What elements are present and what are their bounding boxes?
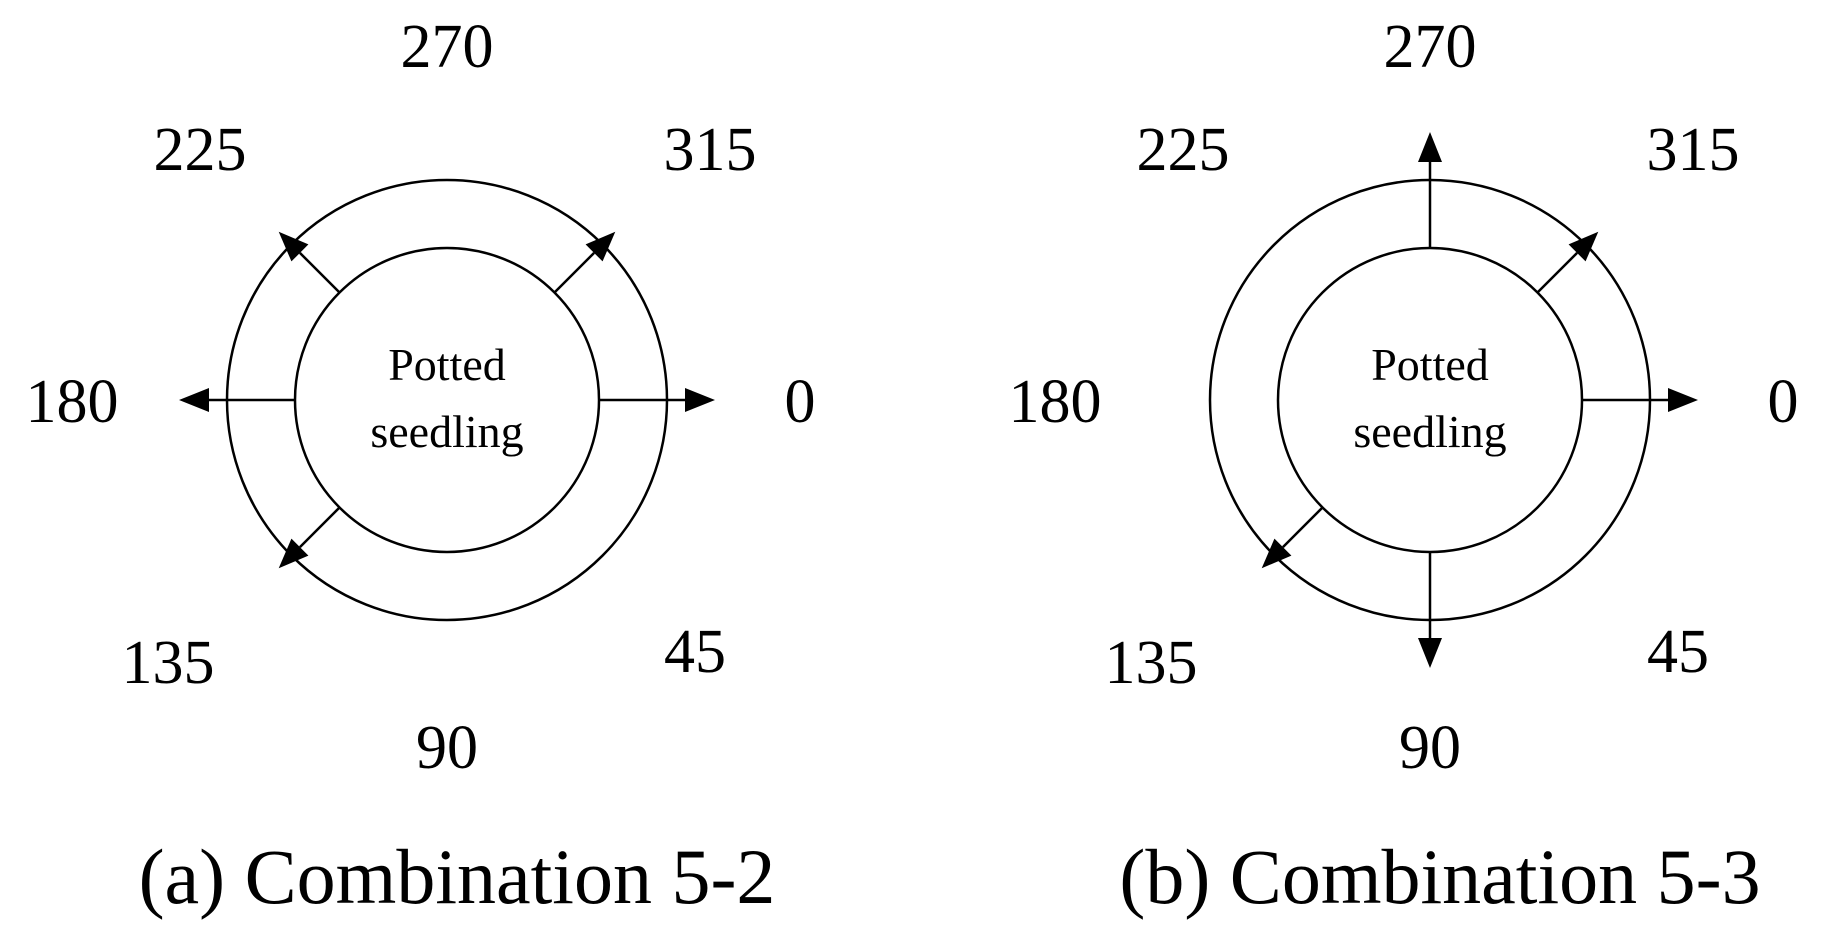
panel-b-arrow-135-head: [1261, 538, 1292, 569]
panel-b-arrow-270-head: [1418, 132, 1442, 162]
panel-a-center-label-line-1: Potted: [388, 339, 506, 390]
panel-b-arrow-90-head: [1418, 638, 1442, 668]
panel-b-angle-label-225: 225: [1137, 116, 1230, 184]
panel-b-angle-label-135: 135: [1105, 629, 1198, 697]
panel-b-arrow-315-head: [1568, 231, 1599, 262]
panel-b-center-label-line-1: Potted: [1371, 339, 1489, 390]
panel-b-arrow-0-head: [1668, 388, 1698, 412]
panel-a-angle-label-45: 45: [664, 618, 726, 686]
panel-a-angle-label-270: 270: [401, 13, 494, 81]
panel-a-arrow-315-head: [585, 231, 616, 262]
panel-a-arrow-0-head: [685, 388, 715, 412]
panel-a-caption: (a) Combination 5-2: [139, 833, 776, 920]
panel-b-angle-label-180: 180: [1009, 368, 1102, 436]
panel-a-angle-label-90: 90: [416, 714, 478, 782]
panel-b-center-label-line-2: seedling: [1353, 406, 1506, 457]
panel-b-angle-label-45: 45: [1647, 618, 1709, 686]
panel-a-center-label-line-2: seedling: [370, 406, 523, 457]
panel-a-angle-label-180: 180: [26, 368, 119, 436]
panel-a-angle-label-315: 315: [664, 116, 757, 184]
panel-b-angle-label-90: 90: [1399, 714, 1461, 782]
panel-a: Potted seedling 270 225 315 180 0 135 45…: [26, 13, 816, 920]
panel-b-angle-label-0: 0: [1768, 368, 1799, 436]
panel-a-arrows: [179, 231, 715, 569]
panel-b-caption: (b) Combination 5-3: [1119, 833, 1760, 920]
panel-b-inner-ring: [1276, 246, 1584, 554]
panel-a-arrow-135-shaft: [299, 506, 341, 548]
panel-b-arrow-135-shaft: [1282, 506, 1324, 548]
panel-b-outer-ring: [1208, 178, 1652, 622]
panel-a-arrow-225-shaft: [299, 252, 341, 294]
panel-a-arrow-135-head: [278, 538, 309, 569]
panel-a-angle-label-0: 0: [785, 368, 816, 436]
panel-a-arrow-315-shaft: [553, 252, 595, 294]
panel-a-inner-ring: [293, 246, 601, 554]
panel-b: Potted seedling 270 225 315 180 0 135 45…: [1009, 13, 1799, 920]
panel-a-angle-label-225: 225: [154, 116, 247, 184]
panel-a-arrow-225-head: [278, 231, 309, 262]
panel-b-angle-label-315: 315: [1647, 116, 1740, 184]
panel-b-angle-label-270: 270: [1384, 13, 1477, 81]
panel-a-outer-ring: [225, 178, 669, 622]
panel-a-arrow-180-head: [179, 388, 209, 412]
panel-b-arrows: [1261, 132, 1698, 668]
panel-a-angle-label-135: 135: [122, 629, 215, 697]
panel-b-arrow-315-shaft: [1536, 252, 1578, 294]
